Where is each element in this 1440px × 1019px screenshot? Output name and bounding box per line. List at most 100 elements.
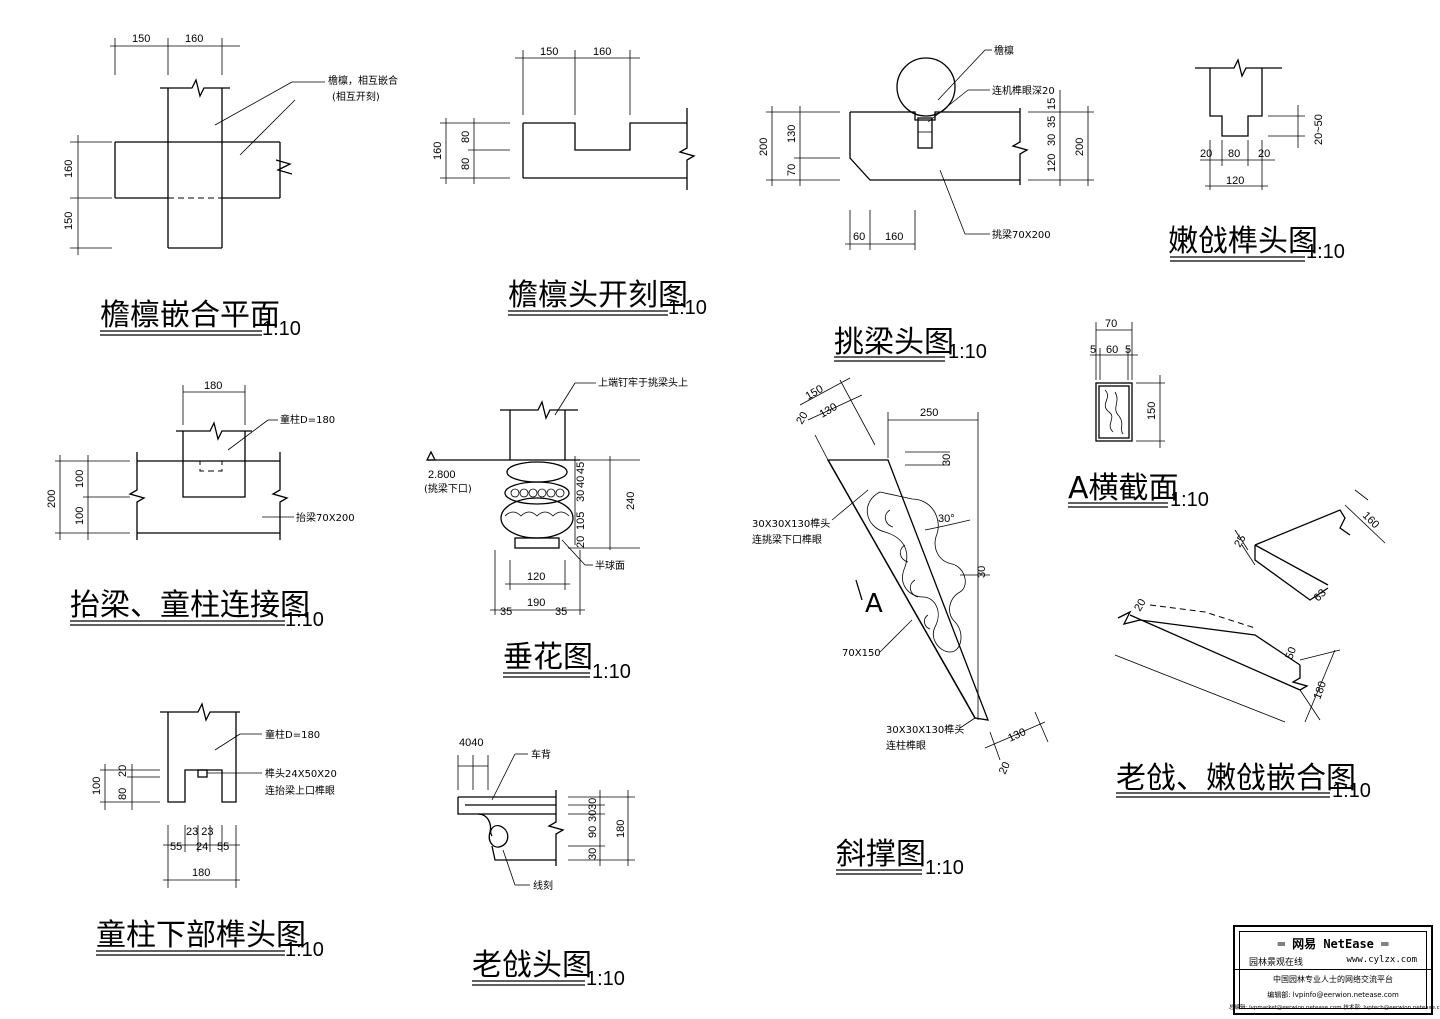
scale-laoqiang-head: 1:10 — [586, 968, 625, 990]
watermark-site-name: 园林景观在线 — [1249, 958, 1304, 968]
dim-30c: 30 — [587, 848, 599, 860]
angle-30: 30° — [938, 513, 955, 525]
dim-70: 70 — [1105, 318, 1117, 330]
section-mark-a: A — [865, 589, 883, 619]
title-tiaoliang: 挑梁头图 — [834, 325, 954, 360]
tiaoliang-drawing: 檐檩 连机榫眼深20 挑梁70X200 200 130 70 15 35 30 … — [758, 44, 1094, 363]
dim-30-side: 30 — [976, 566, 988, 578]
scale-nenqiang: 1:10 — [1306, 241, 1345, 263]
dim-160: 160 — [185, 33, 203, 45]
title-tongzhu: 童柱下部榫头图 — [96, 918, 306, 953]
scale-a-section: 1:10 — [1170, 489, 1209, 511]
note-lian-tailiang: 连抬梁上口榫眼 — [265, 784, 335, 797]
yanlin-head-drawing: 150 160 160 80 80 檐檩头开刻图 1:10 — [432, 46, 707, 319]
dim-30-top: 30 — [941, 454, 953, 466]
note-tongzhu: 童柱D=180 — [265, 728, 320, 741]
dim-100: 100 — [74, 470, 86, 488]
laoqiang-head-drawing: 4040 车背 线刻 30 30 90 30 180 老戗头图 1:10 — [457, 737, 635, 990]
dim-35a: 35 — [500, 606, 512, 618]
note-lianji: 连机榫眼深20 — [992, 84, 1055, 97]
dim-130: 130 — [786, 125, 798, 143]
dim-80-v2: 80 — [460, 158, 472, 170]
dim-200-r: 200 — [1074, 138, 1086, 156]
dim-4040: 4040 — [459, 737, 483, 749]
note-tiaoliang-xiakou: (挑梁下口) — [424, 482, 472, 495]
dim-5b: 5 — [1125, 344, 1131, 356]
dim-90: 90 — [587, 826, 599, 838]
dim-150: 150 — [1146, 402, 1158, 420]
dim-55b: 55 — [217, 841, 229, 853]
note-yanlin: 檐檩 — [994, 44, 1014, 57]
dim-30: 30 — [575, 490, 587, 502]
scale-yanlin-plan: 1:10 — [262, 318, 301, 340]
scale-tailiang: 1:10 — [285, 609, 324, 631]
watermark-footer: 总编辑: lvpmarket@eerwion.netease.com 技术部: … — [1229, 1005, 1440, 1011]
watermark-slogan: 中国园林专业人士的网络交流平台 — [1273, 975, 1393, 984]
dim-160-v: 160 — [432, 142, 444, 160]
dim-130-slant: 130 — [818, 401, 840, 421]
tongzhu-drawing: 童柱D=180 榫头24X50X20 连抬梁上口榫眼 100 20 80 23 … — [91, 702, 337, 961]
dim-160: 160 — [1360, 510, 1381, 531]
dim-20-50: 20~50 — [1313, 114, 1325, 145]
title-tailiang: 抬梁、童柱连接图 — [70, 588, 310, 623]
dim-100: 100 — [91, 777, 103, 795]
scale-xiecheng: 1:10 — [925, 857, 964, 879]
dim-30b: 30 — [587, 810, 599, 822]
note-xianke: 线刻 — [533, 879, 553, 892]
note-sunntou: 榫头24X50X20 — [265, 767, 337, 780]
xiecheng-drawing: 250 30 30° 30 150 130 20 30X30X130榫头 连挑梁… — [752, 377, 1049, 879]
watermark-box: ═ 网易 NetEase ═ 园林景观在线 www.cylzx.com 中国园林… — [1229, 925, 1440, 1015]
note-tiaoliang: 挑梁70X200 — [992, 228, 1051, 241]
dim-120: 120 — [527, 571, 545, 583]
dim-160-v: 160 — [63, 160, 75, 178]
note-70x150: 70X150 — [842, 648, 881, 659]
dim-30: 30 — [1046, 134, 1058, 146]
title-xiecheng: 斜撑图 — [836, 837, 926, 872]
dim-20: 20 — [1132, 597, 1149, 614]
dim-130-bottom: 130 — [1006, 726, 1028, 745]
dim-150-slant: 150 — [804, 383, 826, 403]
dim-20-slant: 20 — [794, 410, 811, 427]
dim-200: 200 — [46, 490, 58, 508]
dim-240: 240 — [625, 492, 637, 510]
dim-25: 25 — [1232, 533, 1249, 550]
dim-60: 60 — [853, 231, 865, 243]
dim-23-23: 23 23 — [186, 826, 214, 838]
dim-100b: 100 — [74, 507, 86, 525]
scale-laoqiang-joint: 1:10 — [1332, 780, 1371, 802]
dim-80-v: 80 — [460, 131, 472, 143]
dim-20: 20 — [1200, 148, 1212, 160]
dim-120: 120 — [1226, 175, 1244, 187]
a-section-drawing: 70 5 60 5 150 A横截面 1:10 — [1068, 318, 1209, 511]
note-kaike: (相互开刻) — [332, 90, 380, 103]
dim-15: 15 — [1046, 98, 1058, 110]
scale-tiaoliang: 1:10 — [948, 341, 987, 363]
nenqiang-drawing: 20 80 20 120 20~50 嫩戗榫头图 1:10 — [1168, 58, 1345, 263]
scale-chuihua: 1:10 — [592, 661, 631, 683]
dim-150-v: 150 — [63, 212, 75, 230]
dim-180: 180 — [615, 820, 627, 838]
dim-105: 105 — [575, 512, 587, 530]
title-chuihua: 垂花图 — [503, 640, 593, 675]
dim-190: 190 — [527, 597, 545, 609]
title-yanlin-plan: 檐檩嵌合平面 — [100, 298, 280, 333]
dim-80: 80 — [1228, 148, 1240, 160]
note-tongzhu: 童柱D=180 — [280, 413, 335, 426]
watermark-brand: ═ 网易 NetEase ═ — [1277, 937, 1389, 951]
note-banqiu: 半球面 — [595, 559, 625, 572]
note-shangduan: 上端钉牢于挑梁头上 — [598, 376, 688, 389]
dim-160: 160 — [885, 231, 903, 243]
scale-yanlin-head: 1:10 — [668, 297, 707, 319]
dim-80: 80 — [117, 788, 129, 800]
note-chebei: 车背 — [531, 748, 551, 761]
note-lian-tiaoliang: 连挑梁下口榫眼 — [752, 533, 822, 546]
dim-250: 250 — [920, 407, 938, 419]
watermark-editor: 编辑部: lvpinfo@eerwion.netease.com — [1267, 991, 1399, 999]
dim-150: 150 — [540, 46, 558, 58]
dim-5a: 5 — [1090, 344, 1096, 356]
dim-60: 60 — [1106, 344, 1118, 356]
dim-20-bottom: 20 — [997, 760, 1013, 776]
watermark-site-url[interactable]: www.cylzx.com — [1346, 955, 1417, 965]
dim-180: 180 — [192, 867, 210, 879]
